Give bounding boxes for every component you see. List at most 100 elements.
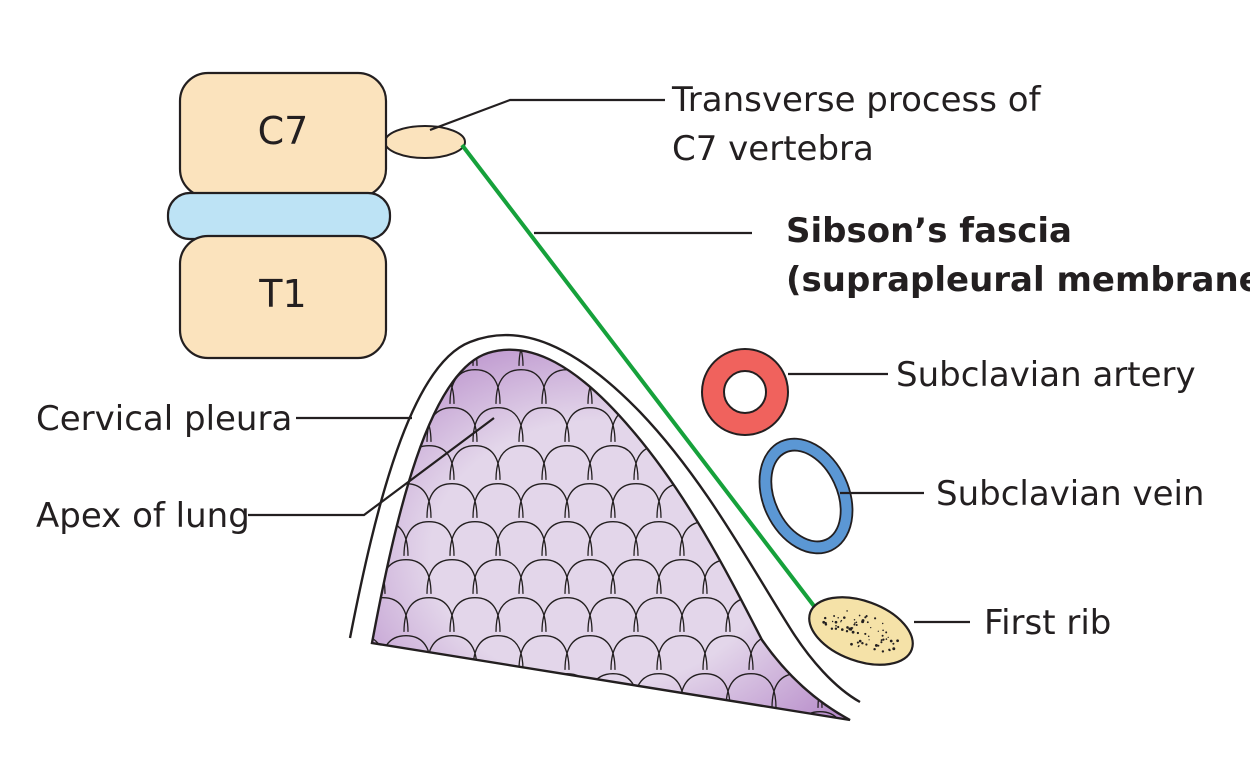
label-transverse-process-line2: C7 vertebra bbox=[672, 129, 874, 169]
rib-speckle bbox=[880, 641, 883, 644]
subclavian-artery bbox=[701, 348, 789, 436]
alveolus-cell bbox=[380, 349, 432, 366]
rib-speckle bbox=[877, 644, 880, 647]
rib-speckle bbox=[889, 649, 891, 652]
alveolus-cell bbox=[656, 711, 708, 720]
rib-speckle bbox=[849, 627, 853, 631]
rib-speckle bbox=[896, 639, 899, 643]
rib-speckle bbox=[846, 626, 849, 629]
rib-speckle bbox=[865, 615, 868, 618]
alveolus-cell bbox=[472, 711, 524, 720]
vertebral-column: C7 T1 bbox=[166, 71, 466, 360]
label-cervical-pleura: Cervical pleura bbox=[36, 399, 292, 439]
alveolus-cell bbox=[372, 407, 386, 442]
leader-transverse-process bbox=[429, 98, 665, 132]
rib-speckle bbox=[856, 641, 859, 644]
label-subclavian-vein: Subclavian vein bbox=[936, 474, 1204, 514]
rib-speckle bbox=[882, 629, 884, 632]
alveolus-cell bbox=[840, 559, 850, 594]
rib-speckle bbox=[823, 616, 827, 620]
alveolus-cell bbox=[748, 711, 800, 720]
sibsons-fascia-line bbox=[460, 143, 816, 608]
rib-speckle bbox=[874, 643, 878, 647]
rib-speckle bbox=[851, 630, 855, 634]
rib-speckle bbox=[891, 640, 893, 643]
rib-speckle bbox=[892, 642, 895, 645]
rib-speckle bbox=[881, 650, 885, 653]
rib-speckle bbox=[841, 628, 844, 631]
alveolus-cell bbox=[633, 369, 685, 404]
rib-speckle bbox=[885, 631, 888, 634]
alveolus-cell bbox=[380, 711, 432, 720]
rib-speckle bbox=[882, 638, 885, 641]
rib-speckle bbox=[887, 636, 889, 639]
alveolus-cell bbox=[840, 407, 850, 442]
rib-speckle bbox=[846, 610, 848, 612]
rib-speckle bbox=[858, 639, 862, 643]
alveolus-cell bbox=[794, 711, 846, 720]
label-first-rib: First rib bbox=[984, 603, 1111, 643]
alveolus-cell bbox=[372, 711, 386, 720]
rib-speckle bbox=[864, 632, 867, 635]
label-transverse-process-line1: Transverse process of bbox=[671, 80, 1042, 120]
c7-label: C7 bbox=[258, 109, 309, 153]
alveolus-cell bbox=[794, 349, 846, 366]
alveolus-cell bbox=[372, 673, 409, 708]
transverse-process-c7 bbox=[384, 125, 466, 159]
rib-speckle bbox=[843, 616, 846, 619]
alveolus-cell bbox=[725, 521, 777, 556]
rib-speckle bbox=[853, 623, 856, 626]
label-sibsons-fascia-line2: (suprapleural membrane) bbox=[786, 260, 1250, 300]
labels: Transverse process of C7 vertebra Sibson… bbox=[36, 80, 1250, 643]
t1-label: T1 bbox=[258, 272, 306, 316]
label-apex-of-lung: Apex of lung bbox=[36, 496, 250, 536]
rib-speckle bbox=[855, 623, 858, 627]
rib-speckle bbox=[880, 639, 883, 642]
rib-speckle bbox=[881, 622, 884, 625]
rib-speckle bbox=[840, 619, 843, 622]
intervertebral-disc bbox=[166, 191, 392, 241]
alveolus-cell bbox=[372, 445, 409, 480]
alveolus-cell bbox=[794, 407, 846, 442]
rib-speckle bbox=[835, 624, 837, 627]
leader-apex-of-lung bbox=[248, 417, 495, 517]
rib-speckle bbox=[840, 621, 842, 623]
alveolus-cell bbox=[426, 349, 478, 366]
cervical-pleura bbox=[348, 333, 861, 704]
rib-speckle bbox=[855, 621, 858, 624]
rib-speckle bbox=[837, 625, 840, 629]
alveolus-cell bbox=[426, 711, 478, 720]
alveolus-cell bbox=[610, 711, 662, 720]
rib-speckle bbox=[833, 615, 836, 617]
rib-speckle bbox=[870, 626, 872, 629]
label-sibsons-fascia-line1: Sibson’s fascia bbox=[786, 211, 1072, 251]
alveolus-cell bbox=[372, 369, 409, 404]
alveolus-cell bbox=[564, 711, 616, 720]
subclavian-vein bbox=[758, 437, 854, 555]
rib-speckle bbox=[830, 627, 834, 630]
leader-lines bbox=[248, 98, 970, 624]
alveolus-cell bbox=[702, 711, 754, 720]
rib-speckle bbox=[892, 647, 896, 651]
rib-speckle bbox=[858, 614, 861, 617]
alveolus-cell bbox=[656, 349, 708, 366]
rib-speckle bbox=[853, 618, 856, 621]
rib-speckle bbox=[857, 645, 860, 648]
rib-speckle bbox=[822, 620, 826, 624]
rib-speckle bbox=[881, 634, 884, 637]
label-subclavian-artery: Subclavian artery bbox=[896, 355, 1196, 395]
rib-speckle bbox=[865, 643, 868, 646]
rib-speckles bbox=[822, 610, 899, 653]
alveolus-cell bbox=[840, 349, 850, 366]
rib-speckle bbox=[834, 620, 838, 624]
rib-speckle bbox=[837, 617, 839, 619]
rib-speckle bbox=[861, 619, 865, 623]
rib-speckle bbox=[850, 642, 853, 646]
alveolus-cell bbox=[495, 673, 547, 708]
t1-vertebral-body bbox=[178, 234, 388, 360]
rib-speckle bbox=[824, 623, 828, 626]
rib-speckle bbox=[854, 622, 856, 624]
alveolus-cell bbox=[403, 673, 455, 708]
rib-speckle bbox=[885, 638, 888, 640]
